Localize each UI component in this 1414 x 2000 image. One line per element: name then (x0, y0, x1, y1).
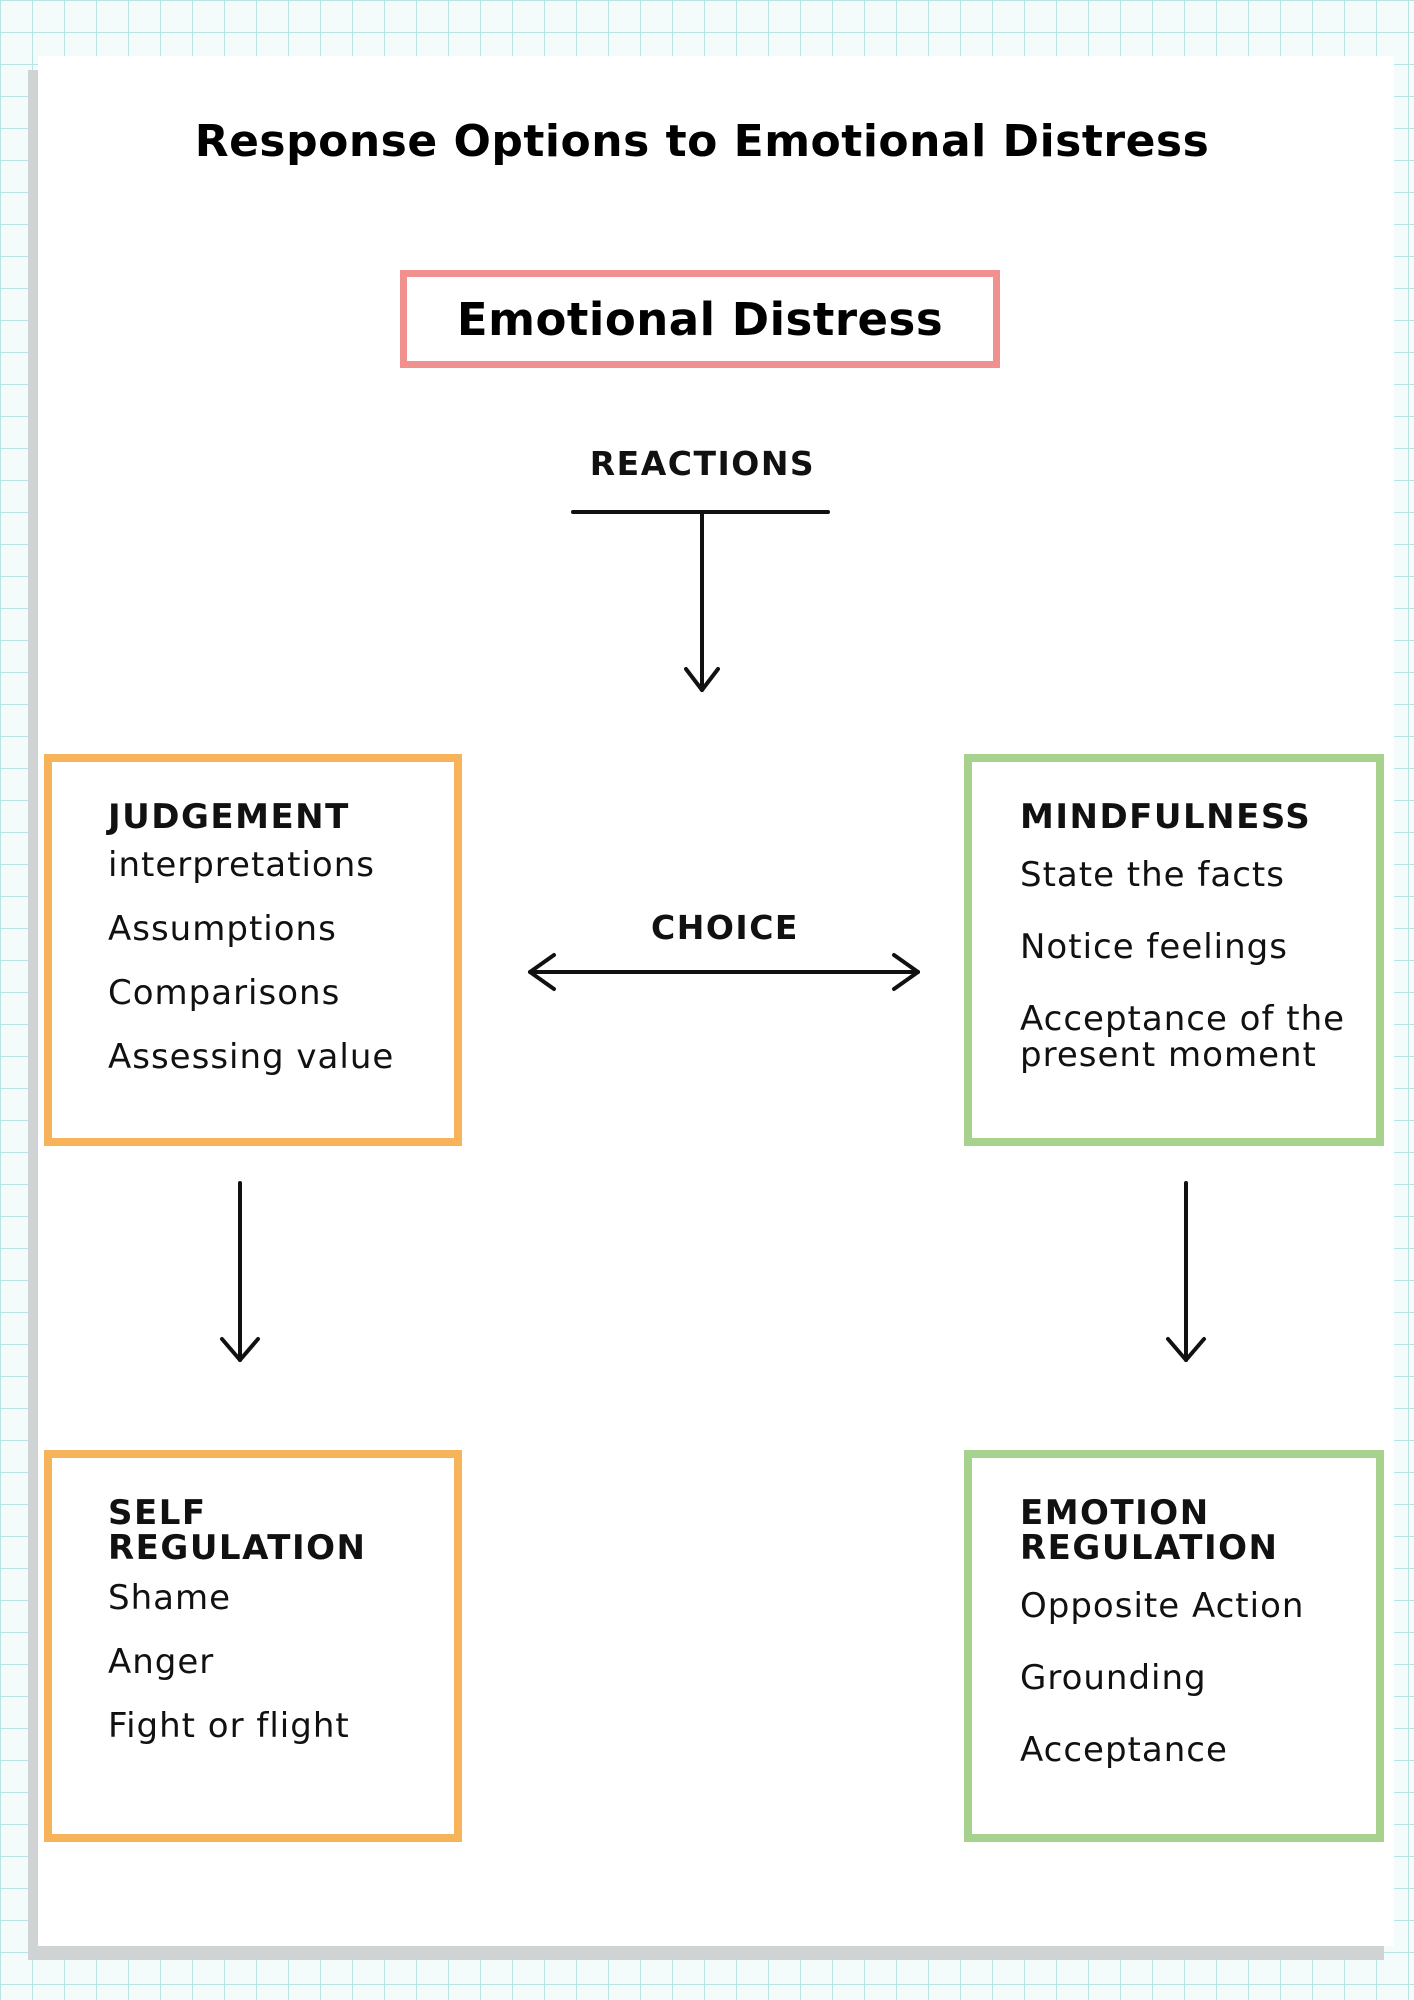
mindfulness-box: MINDFULNESS State the facts Notice feeli… (964, 754, 1384, 1146)
mindfulness-item: Notice feelings (1020, 927, 1288, 967)
self-regulation-title-line2: REGULATION (108, 1528, 367, 1568)
judgement-items: interpretations Assumptions Comparisons … (108, 847, 454, 1076)
self-regulation-item: Fight or flight (108, 1706, 350, 1746)
emotion-regulation-item: Grounding (1020, 1658, 1207, 1698)
emotion-regulation-box: EMOTION REGULATION Opposite Action Groun… (964, 1450, 1384, 1842)
emotion-regulation-title-line2: REGULATION (1020, 1528, 1279, 1568)
mindfulness-item: Acceptance of the present moment (1020, 999, 1346, 1075)
diagram-title: Response Options to Emotional Distress (194, 116, 1210, 167)
reactions-label: REACTIONS (589, 444, 816, 483)
judgement-item: Comparisons (108, 973, 341, 1013)
emotion-regulation-item: Acceptance (1020, 1730, 1228, 1770)
self-regulation-item: Shame (108, 1578, 232, 1618)
mindfulness-item: State the facts (1020, 855, 1285, 895)
emotion-regulation-item: Opposite Action (1020, 1586, 1305, 1626)
self-regulation-item: Anger (108, 1642, 215, 1682)
judgement-item: Assessing value (108, 1037, 395, 1077)
mindfulness-title: MINDFULNESS (1020, 797, 1312, 837)
emotion-regulation-title: EMOTION REGULATION (1020, 1496, 1376, 1566)
self-regulation-title-line1: SELF (108, 1493, 207, 1533)
emotional-distress-box: Emotional Distress (400, 270, 1000, 368)
self-regulation-box: SELF REGULATION Shame Anger Fight or fli… (44, 1450, 462, 1842)
self-regulation-items: Shame Anger Fight or flight (108, 1580, 454, 1745)
judgement-title: JUDGEMENT (108, 797, 350, 837)
choice-label: CHOICE (651, 908, 799, 947)
emotion-regulation-items: Opposite Action Grounding Acceptance (1020, 1588, 1376, 1769)
emotion-regulation-title-line1: EMOTION (1020, 1493, 1210, 1533)
diagram-sheet (38, 56, 1394, 1946)
judgement-item: Assumptions (108, 909, 337, 949)
judgement-item: interpretations (108, 845, 375, 885)
mindfulness-items: State the facts Notice feelings Acceptan… (1020, 855, 1376, 1075)
judgement-box: JUDGEMENT interpretations Assumptions Co… (44, 754, 462, 1146)
self-regulation-title: SELF REGULATION (108, 1496, 454, 1566)
